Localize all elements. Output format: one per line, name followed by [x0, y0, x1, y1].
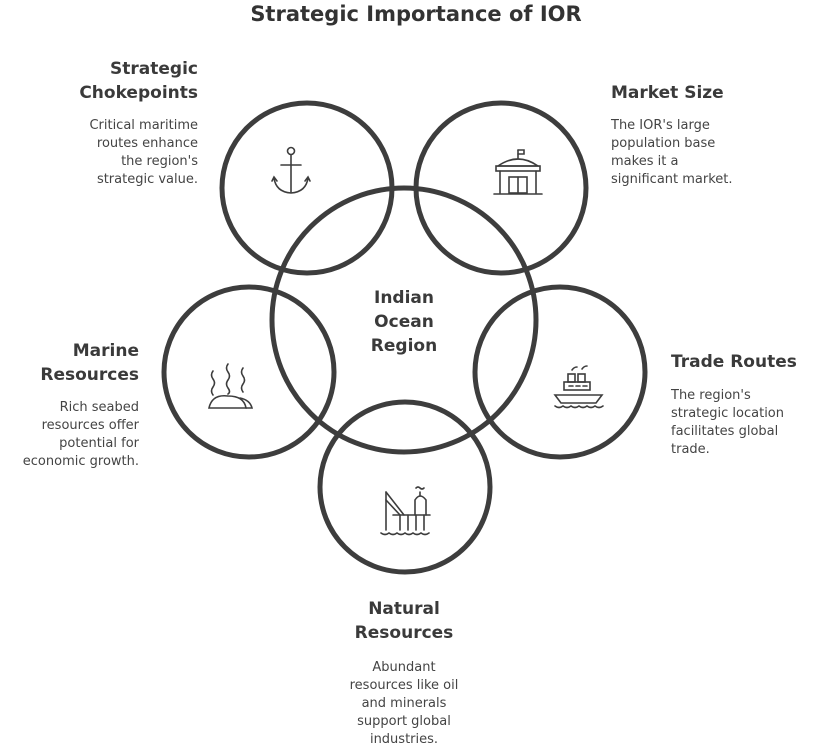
desc-line: The IOR's large [611, 118, 710, 133]
desc-line: significant market. [611, 172, 733, 187]
anchor-icon [271, 146, 311, 194]
diagram-title: Strategic Importance of IOR [250, 2, 582, 26]
heading-line: Marine [72, 341, 139, 361]
seaweed-seabed-icon [208, 363, 254, 409]
desc-line: resources offer [41, 418, 139, 433]
circle-marine-resources [161, 284, 337, 460]
circle-center [269, 185, 539, 455]
trade-routes-description: The region's strategic location facilitate… [671, 387, 831, 459]
heading-line: Natural [368, 599, 440, 619]
oil-rig-icon [380, 486, 431, 536]
desc-line: population base [611, 136, 716, 151]
desc-line: The region's [671, 388, 751, 403]
desc-line: Rich seabed [59, 400, 139, 415]
ship-icon [553, 365, 604, 409]
desc-line: industries. [369, 732, 439, 747]
center-label-line: Indian [374, 288, 434, 308]
desc-line: makes it a [611, 154, 679, 169]
desc-line: facilitates global [671, 424, 779, 439]
desc-line: Abundant [372, 660, 436, 675]
center-label-line: Ocean [374, 312, 434, 332]
heading-line: Chokepoints [79, 83, 198, 103]
desc-line: potential for [59, 436, 139, 451]
desc-line: support global [357, 714, 451, 729]
circle-market-size [413, 100, 589, 276]
desc-line: and minerals [361, 696, 447, 711]
marine-resources-description: Rich seabed resources offer potential for e… [0, 399, 139, 471]
heading-line: Resources [354, 623, 454, 643]
market-size-description: The IOR's large population base makes it a… [611, 117, 811, 189]
building-icon [493, 149, 543, 195]
desc-line: strategic location [671, 406, 785, 421]
center-label-line: Region [370, 336, 438, 356]
circle-natural-resources [317, 399, 493, 575]
desc-line: resources like oil [349, 678, 459, 693]
heading-line: Strategic [110, 59, 198, 79]
natural-resources-description: Abundant resources like oil and minerals su… [324, 659, 484, 749]
desc-line: strategic value. [96, 172, 198, 187]
desc-line: economic growth. [22, 454, 139, 469]
chokepoints-description: Critical maritime routes enhance the regio… [40, 117, 198, 189]
center-label: Indian Ocean Region [344, 286, 464, 358]
desc-line: routes enhance [96, 136, 198, 151]
desc-line: Critical maritime [89, 118, 198, 133]
heading-line: Resources [40, 365, 139, 385]
circle-chokepoints [219, 100, 395, 276]
market-size-heading: Market Size [611, 83, 724, 103]
circle-trade-routes [472, 284, 648, 460]
desc-line: the region's [121, 154, 198, 169]
desc-line: trade. [671, 442, 710, 457]
trade-routes-heading: Trade Routes [671, 352, 797, 372]
